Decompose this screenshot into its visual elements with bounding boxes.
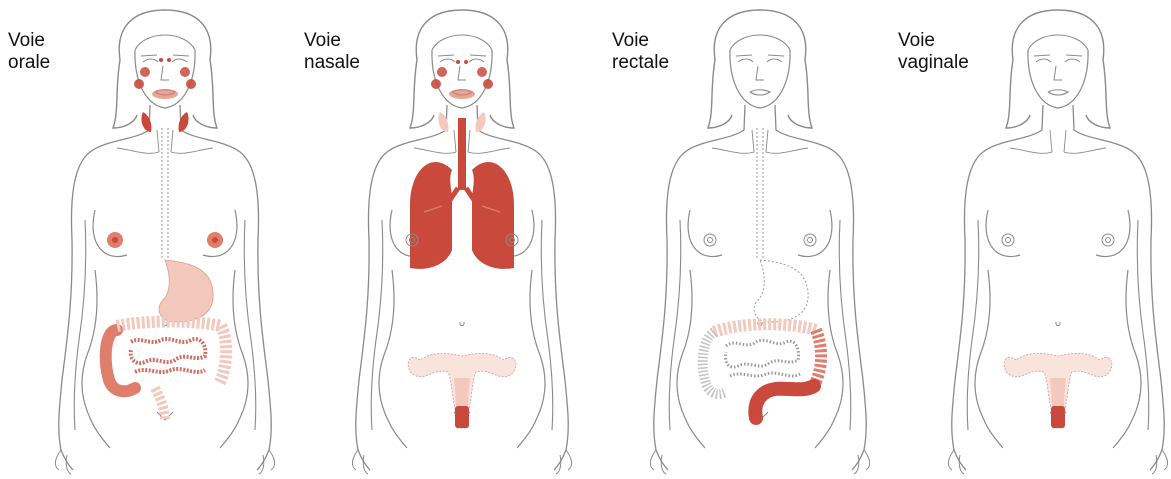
figure-voie-nasale: [352, 10, 571, 474]
figure-voie-vaginale: [948, 10, 1167, 474]
figure-voie-rectale: [650, 10, 869, 474]
figure-voie-orale: [55, 10, 274, 474]
